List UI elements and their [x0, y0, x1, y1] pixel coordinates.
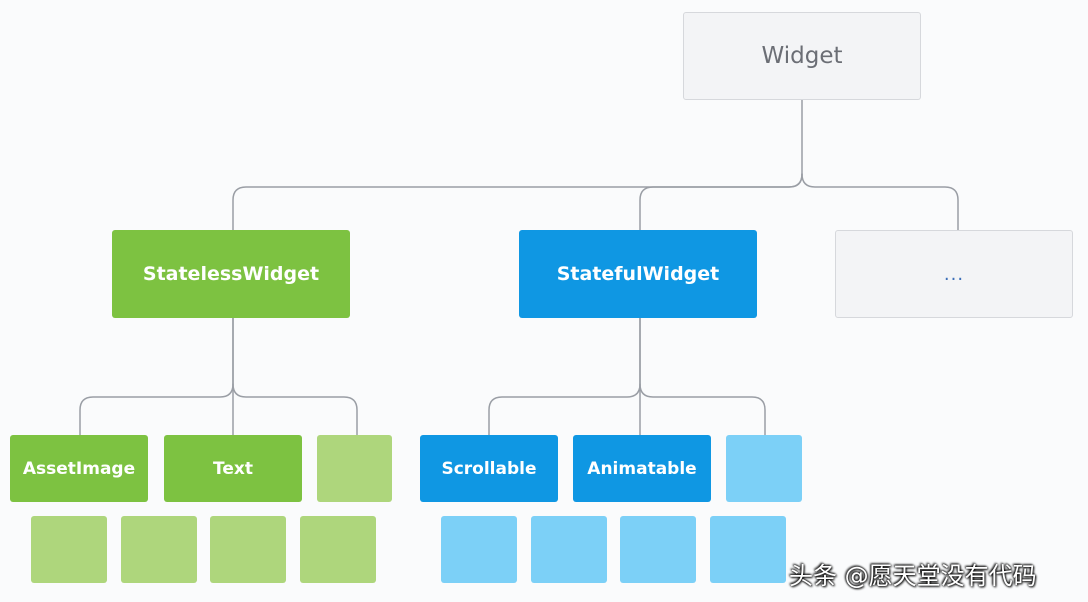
node-stateful-stub: [620, 516, 696, 583]
node-asset-image: AssetImage: [10, 435, 148, 502]
node-widget-root: Widget: [683, 12, 921, 100]
node-asset-image-label: AssetImage: [22, 458, 136, 479]
node-stateless-widget-label: StatelessWidget: [142, 263, 320, 285]
node-more-widgets: ...: [835, 230, 1073, 318]
node-stateless-stub: [31, 516, 107, 583]
connector-stateless-left: [79, 383, 234, 436]
node-stateful-stub: [441, 516, 517, 583]
node-stateless-stub: [210, 516, 286, 583]
node-stateful-placeholder: [726, 435, 802, 502]
connector-root-middle: [639, 173, 803, 231]
connector-stateless-trunk: [232, 317, 358, 436]
node-stateless-widget: StatelessWidget: [112, 230, 350, 318]
connector-root-trunk: [801, 99, 959, 231]
node-widget-label: Widget: [761, 43, 843, 69]
node-animatable: Animatable: [573, 435, 711, 502]
node-scrollable-label: Scrollable: [441, 458, 537, 479]
connector-stateful-trunk: [639, 317, 766, 436]
node-stateful-widget: StatefulWidget: [519, 230, 757, 318]
connector-root-left: [232, 173, 803, 231]
node-text: Text: [164, 435, 302, 502]
node-stateful-stub: [710, 516, 786, 583]
node-stateful-widget-label: StatefulWidget: [556, 263, 720, 285]
watermark-text: 头条 @愿天堂没有代码: [789, 562, 1037, 590]
node-animatable-label: Animatable: [587, 458, 697, 479]
node-stateless-stub: [300, 516, 376, 583]
node-stateless-placeholder: [317, 435, 392, 502]
node-scrollable: Scrollable: [420, 435, 558, 502]
node-text-label: Text: [213, 458, 253, 479]
connector-stateful-left: [488, 383, 641, 436]
node-stateless-stub: [121, 516, 197, 583]
node-stateful-stub: [531, 516, 607, 583]
node-more-widgets-label: ...: [943, 263, 965, 285]
